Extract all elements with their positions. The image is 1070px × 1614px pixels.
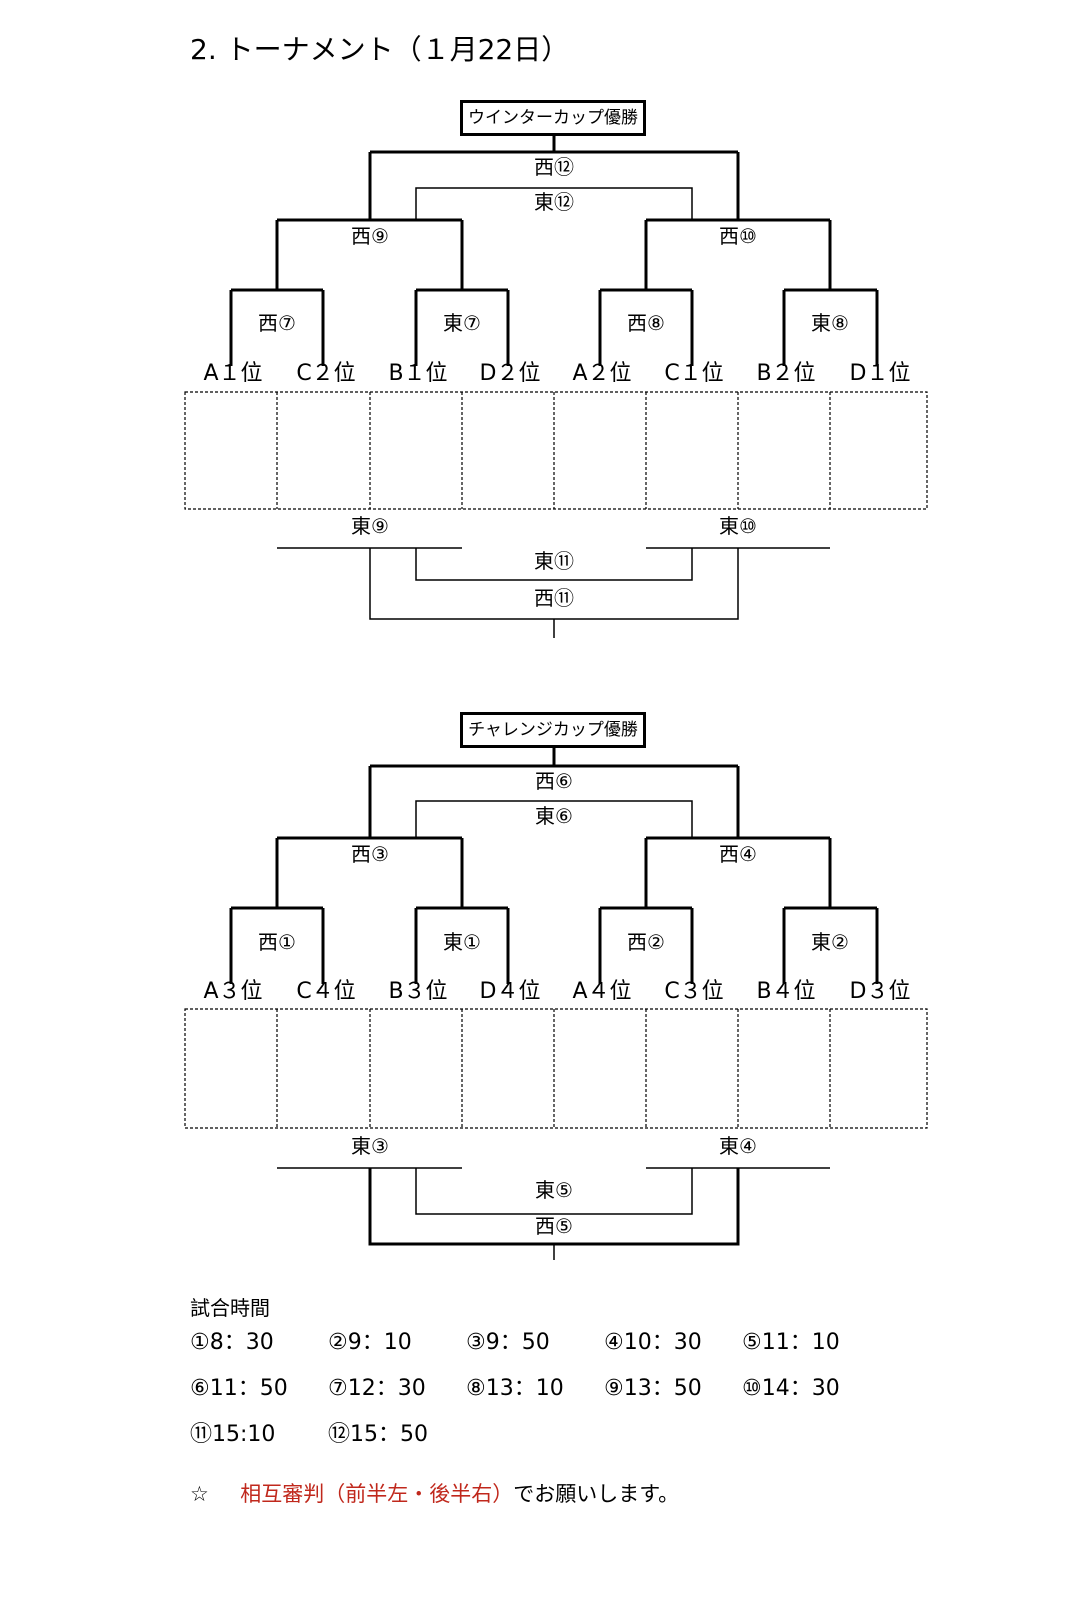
match-label: 西⑥ [535, 769, 573, 793]
match-label: 西⑪ [534, 586, 574, 610]
match-time: ④10：30 [604, 1330, 702, 1355]
team-seed-label: B３位 [388, 979, 448, 1004]
match-label: 西⑤ [535, 1214, 573, 1238]
schedule-heading: 試合時間 [190, 1296, 270, 1320]
match-label: 西⑨ [351, 224, 389, 248]
match-time: ⑩14：30 [742, 1376, 840, 1401]
challenge-bracket-lines [184, 746, 928, 1260]
team-seed-label: A４位 [572, 979, 632, 1004]
match-label: 西④ [719, 842, 757, 866]
match-label: 西① [258, 930, 296, 954]
match-label: 東② [811, 930, 849, 954]
winter-trophy-box: ウインターカップ優勝 [460, 100, 646, 136]
match-label: 西② [627, 930, 665, 954]
match-label: 西③ [351, 842, 389, 866]
team-seed-label: D３位 [849, 979, 911, 1004]
team-seed-label: A３位 [203, 979, 263, 1004]
team-seed-label: D４位 [479, 979, 541, 1004]
match-time: ⑪15:10 [190, 1422, 276, 1447]
match-label: 東⑦ [443, 311, 481, 335]
match-time: ⑦12：30 [328, 1376, 426, 1401]
team-seed-label: D１位 [849, 361, 911, 386]
referee-note-highlight: 相互審判（前半左・後半右） [240, 1482, 514, 1506]
match-label: 東⑧ [811, 311, 849, 335]
match-label: 西⑩ [719, 224, 757, 248]
match-label: 東① [443, 930, 481, 954]
match-label: 西⑦ [258, 311, 296, 335]
match-label: 東⑫ [534, 190, 574, 214]
team-seed-label: D２位 [479, 361, 541, 386]
challenge-bracket: チャレンジカップ優勝 西⑥ 東⑥ 西③ 西④ 西① 東① 西② 東② A３位 C… [0, 710, 1070, 1270]
star-icon: ☆ [190, 1482, 209, 1506]
match-time: ⑨13：50 [604, 1376, 702, 1401]
winter-bracket-lines [184, 134, 928, 638]
referee-note: ☆ 相互審判（前半左・後半右）でお願いします。 [190, 1478, 679, 1508]
match-label: 東④ [719, 1134, 757, 1158]
match-time: ②9：10 [328, 1330, 412, 1355]
match-label: 東⑨ [351, 514, 389, 538]
match-time: ⑥11：50 [190, 1376, 288, 1401]
challenge-trophy-box: チャレンジカップ優勝 [460, 712, 646, 748]
match-label: 東③ [351, 1134, 389, 1158]
team-seed-label: B１位 [388, 361, 448, 386]
match-label: 東⑤ [535, 1178, 573, 1202]
match-time: ①8：30 [190, 1330, 274, 1355]
team-seed-label: C２位 [296, 361, 356, 386]
match-time: ③9：50 [466, 1330, 550, 1355]
winter-bracket: ウインターカップ優勝 西⑫ 東⑫ 西⑨ 西⑩ 西⑦ 東⑦ 西⑧ 東⑧ A１位 C… [0, 98, 1070, 658]
page-title: 2. トーナメント（１月22日） [190, 33, 570, 66]
match-time: ⑤11：10 [742, 1330, 840, 1355]
team-seed-label: C３位 [664, 979, 724, 1004]
referee-note-rest: でお願いします。 [513, 1482, 680, 1506]
team-seed-label: C４位 [296, 979, 356, 1004]
match-time: ⑧13：10 [466, 1376, 564, 1401]
team-seed-label: C１位 [664, 361, 724, 386]
match-label: 東⑩ [719, 514, 757, 538]
match-label: 西⑧ [627, 311, 665, 335]
match-label: 西⑫ [534, 155, 574, 179]
match-label: 東⑥ [535, 804, 573, 828]
team-seed-label: A１位 [203, 361, 263, 386]
team-seed-label: B４位 [756, 979, 816, 1004]
team-seed-label: A２位 [572, 361, 632, 386]
match-label: 東⑪ [534, 549, 574, 573]
team-seed-label: B２位 [756, 361, 816, 386]
match-time: ⑫15：50 [328, 1422, 428, 1447]
